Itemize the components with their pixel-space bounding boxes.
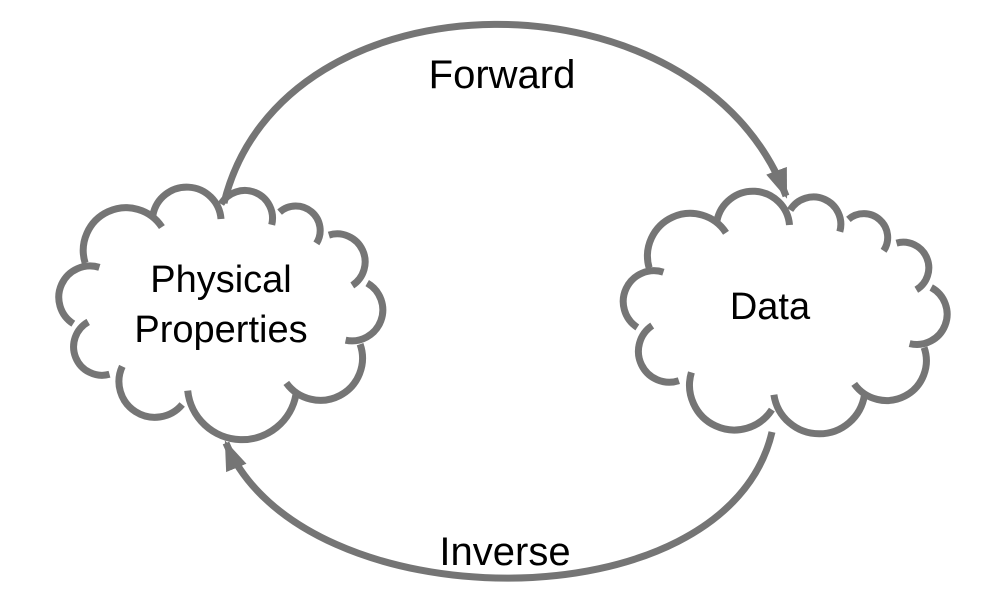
physical-properties-label-line2: Properties <box>134 309 307 351</box>
cloud-data <box>619 187 951 438</box>
data-label: Data <box>730 286 811 328</box>
inverse-edge-label: Inverse <box>439 530 570 574</box>
forward-edge-label: Forward <box>429 53 576 97</box>
cloud-physical-properties <box>55 183 387 444</box>
forward-arrow <box>220 20 790 204</box>
physical-properties-label-line1: Physical <box>150 259 292 301</box>
inverse-arrow <box>222 431 776 582</box>
